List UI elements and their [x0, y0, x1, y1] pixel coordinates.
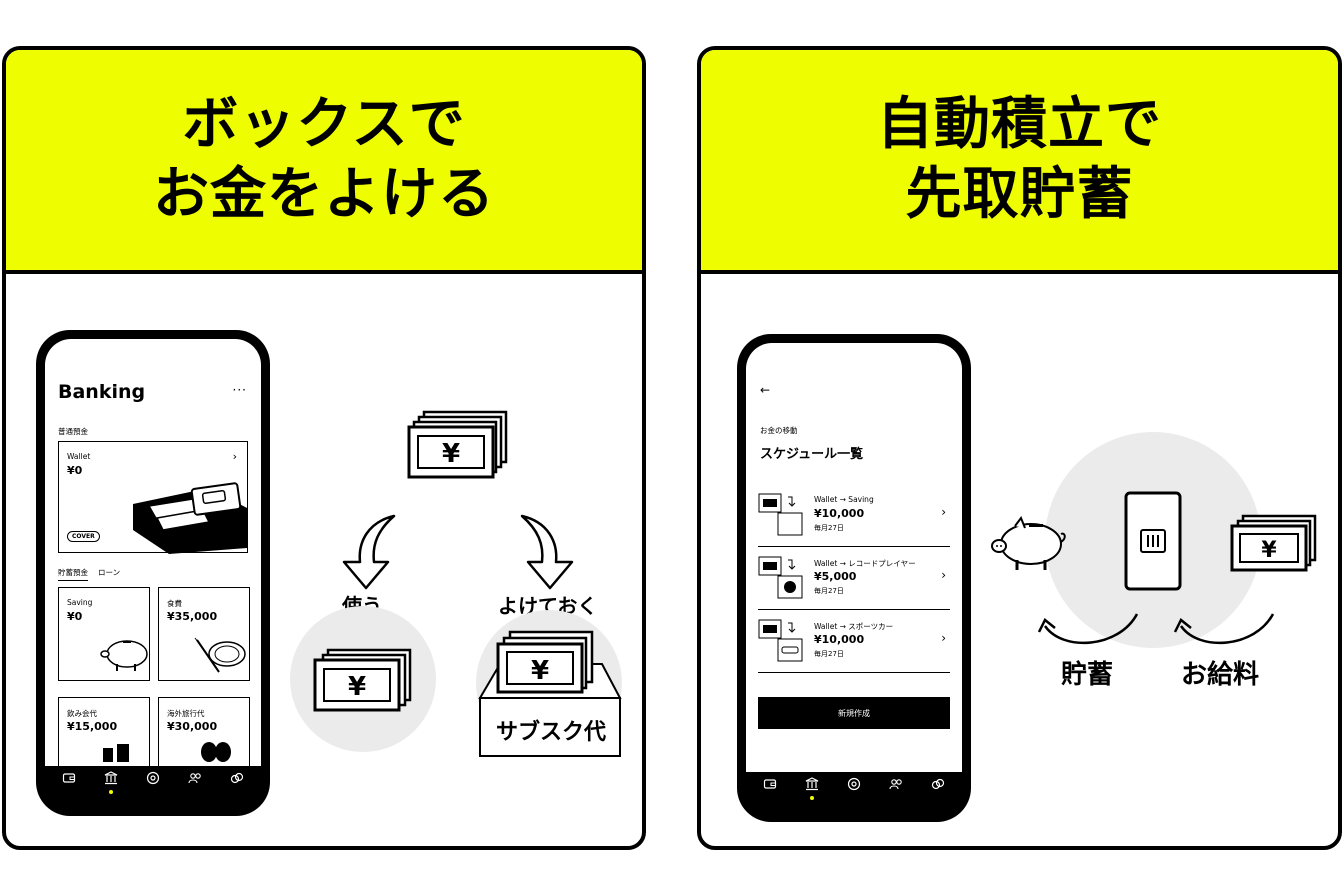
back-arrow-icon[interactable]: ← [760, 383, 771, 397]
wallet-card[interactable]: Wallet ¥0 › COVER [58, 441, 248, 554]
chevron-right-icon: › [941, 505, 946, 519]
panel-title-line: 自動積立で [877, 92, 1162, 157]
box-name: Saving [67, 598, 93, 607]
schedule-date: 毎月27日 [814, 650, 844, 658]
more-dots-icon[interactable]: ··· [232, 383, 247, 397]
box-card[interactable]: 食費 ¥35,000 [158, 587, 250, 681]
transfer-car-icon [758, 619, 803, 662]
schedule-row[interactable]: Wallet → レコードプレイヤー ¥5,000 毎月27日 › [758, 548, 950, 610]
box-card[interactable]: Saving ¥0 [58, 587, 150, 681]
svg-text:¥: ¥ [1261, 538, 1277, 563]
account-tabs: 貯蓄預金 ローン [58, 567, 120, 581]
target-icon[interactable] [844, 774, 864, 794]
curved-arrow-right-icon [520, 514, 574, 590]
wallet-illustration-icon [133, 482, 247, 554]
curved-arrow-left-icon [342, 514, 396, 590]
phone-mockup: ← お金の移動 スケジュール一覧 Wallet → Saving ¥10,000… [737, 334, 971, 822]
salary-label: お給料 [1181, 660, 1260, 690]
schedule-amount: ¥5,000 [814, 570, 857, 583]
link-icon[interactable] [928, 774, 948, 794]
drinks-icon [103, 744, 129, 762]
section-label: 普通預金 [58, 427, 88, 436]
box-name: Wallet [67, 452, 91, 461]
curved-arrow-icon [1037, 613, 1139, 645]
box-amount: ¥30,000 [167, 720, 218, 733]
schedule-route: Wallet → Saving [814, 495, 874, 504]
box-amount: ¥35,000 [167, 610, 218, 623]
panel-title-line: 先取貯蓄 [905, 162, 1134, 227]
svg-text:¥: ¥ [442, 439, 460, 469]
bank-icon[interactable] [802, 774, 822, 800]
bottom-tab-bar [36, 758, 270, 798]
box-with-bills-icon: ¥ [478, 630, 622, 757]
page-title: Banking [58, 381, 146, 403]
piggy-bank-icon [991, 515, 1066, 570]
panel-title-line: ボックスで [182, 92, 466, 157]
people-icon[interactable] [185, 768, 205, 788]
people-icon[interactable] [886, 774, 906, 794]
transfer-wallet-icon [758, 493, 803, 536]
schedule-date: 毎月27日 [814, 587, 844, 595]
screen-title: スケジュール一覧 [760, 447, 864, 462]
schedule-route: Wallet → レコードプレイヤー [814, 559, 916, 568]
box-name: 食費 [167, 599, 182, 608]
tab-savings[interactable]: 貯蓄預金 [58, 567, 88, 581]
box-card[interactable]: 海外旅行代 ¥30,000 [158, 697, 250, 766]
screen-subtitle: お金の移動 [760, 426, 798, 435]
chevron-right-icon: › [941, 631, 946, 645]
phone-device-icon [1124, 491, 1182, 591]
svg-text:¥: ¥ [348, 672, 366, 702]
tab-loan[interactable]: ローン [98, 568, 121, 577]
box-name: 飲み会代 [67, 709, 97, 718]
piggy-bank-icon [100, 640, 148, 671]
wallet-icon[interactable] [59, 768, 79, 788]
bank-icon[interactable] [101, 768, 121, 794]
wallet-icon[interactable] [760, 774, 780, 794]
box-card[interactable]: 飲み会代 ¥15,000 [58, 697, 150, 766]
panel-header: ボックスで お金をよける [6, 50, 642, 274]
box-label: サブスク代 [496, 720, 607, 745]
yen-bill-stack-icon: ¥ [1230, 514, 1317, 572]
phone-mockup: Banking ··· 普通預金 Wallet ¥0 › COVER 貯蓄預金 … [36, 330, 270, 816]
chevron-right-icon: › [232, 450, 237, 463]
target-icon[interactable] [143, 768, 163, 788]
yen-bill-stack-icon: ¥ [407, 410, 508, 479]
auto-saving-panel: 自動積立で 先取貯蓄 ← お金の移動 スケジュール一覧 Wallet → Sav… [697, 46, 1342, 850]
schedule-row[interactable]: Wallet → Saving ¥10,000 毎月27日 › [758, 485, 950, 547]
panel-title-line: お金をよける [153, 162, 495, 227]
box-name: 海外旅行代 [167, 709, 205, 718]
svg-text:¥: ¥ [531, 656, 549, 686]
travel-icon [201, 742, 231, 762]
phone-screen: ← お金の移動 スケジュール一覧 Wallet → Saving ¥10,000… [746, 343, 962, 772]
link-icon[interactable] [227, 768, 247, 788]
schedule-amount: ¥10,000 [814, 633, 865, 646]
box-amount: ¥15,000 [67, 720, 118, 733]
phone-screen: Banking ··· 普通預金 Wallet ¥0 › COVER 貯蓄預金 … [45, 339, 261, 766]
schedule-route: Wallet → スポーツカー [814, 622, 894, 631]
schedule-amount: ¥10,000 [814, 507, 865, 520]
cover-badge: COVER [67, 531, 100, 542]
schedule-row[interactable]: Wallet → スポーツカー ¥10,000 毎月27日 › [758, 611, 950, 673]
savings-label: 貯蓄 [1061, 660, 1114, 690]
chevron-right-icon: › [941, 568, 946, 582]
create-button[interactable]: 新規作成 [758, 697, 950, 729]
yen-bill-stack-icon: ¥ [313, 648, 412, 712]
curved-arrow-icon [1173, 613, 1275, 645]
box-amount: ¥0 [67, 610, 83, 623]
transfer-record-icon [758, 556, 803, 599]
panel-header: 自動積立で 先取貯蓄 [701, 50, 1338, 274]
plate-fork-icon [194, 637, 246, 673]
box-feature-panel: ボックスで お金をよける Banking ··· 普通預金 Wallet ¥0 … [2, 46, 646, 850]
schedule-date: 毎月27日 [814, 524, 844, 532]
box-amount: ¥0 [67, 464, 83, 477]
bottom-tab-bar [737, 764, 971, 804]
